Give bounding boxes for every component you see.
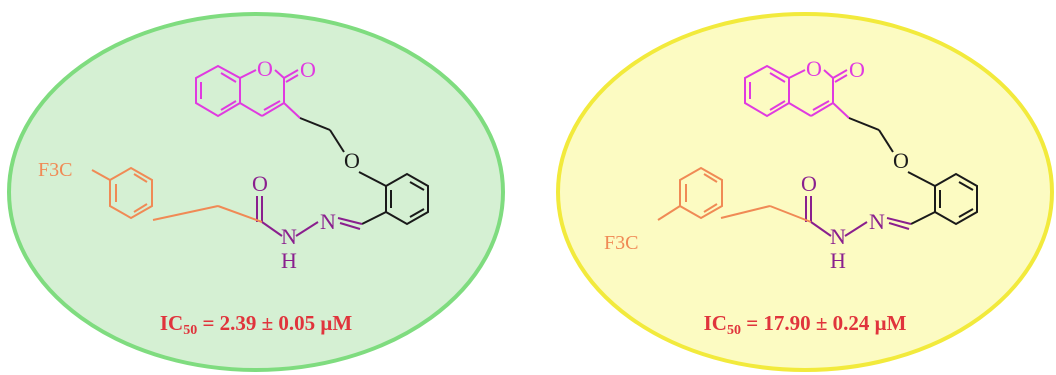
- core-group-left: [299, 117, 429, 226]
- ic50-label-right: IC50 = 17.90 ± 0.24 μM: [704, 311, 907, 338]
- coumarin-ring-oxygen-left: O: [257, 56, 273, 81]
- amide-oxygen-left: O: [252, 171, 268, 196]
- imine-nitrogen-right: N: [869, 209, 885, 234]
- substituent-label-left: F3C: [38, 159, 72, 181]
- ic50-label-left: IC50 = 2.39 ± 0.05 μM: [160, 311, 352, 338]
- coumarin-ring-oxygen-right: O: [806, 56, 822, 81]
- coumarin-group-right: [744, 64, 850, 119]
- core-group-right: [848, 117, 978, 226]
- coumarin-carbonyl-oxygen-left: O: [300, 57, 316, 82]
- coumarin-group-left: [195, 64, 301, 119]
- aryl-group-right: [657, 166, 812, 223]
- compound-ellipse-right: [556, 12, 1054, 372]
- amine-nitrogen-left: N: [281, 224, 297, 249]
- amine-hydrogen-left: H: [281, 248, 297, 273]
- amine-nitrogen-right: N: [830, 224, 846, 249]
- compound-ellipse-left: [7, 12, 505, 372]
- imine-nitrogen-left: N: [320, 209, 336, 234]
- coumarin-carbonyl-oxygen-right: O: [849, 57, 865, 82]
- amide-oxygen-right: O: [801, 171, 817, 196]
- ether-oxygen-left: O: [344, 148, 360, 173]
- hydrazone-group-left: [256, 196, 363, 237]
- aryl-group-left: [91, 166, 263, 223]
- aryl-ring-left: [109, 166, 153, 220]
- ether-oxygen-right: O: [893, 148, 909, 173]
- amine-hydrogen-right: H: [830, 248, 846, 273]
- hydrazone-group-right: [805, 196, 912, 237]
- substituent-label-right: F3C: [604, 232, 638, 254]
- compound-panel-left: O O O O N H N: [7, 12, 505, 372]
- compound-panel-right: O O O O N H N: [556, 12, 1054, 372]
